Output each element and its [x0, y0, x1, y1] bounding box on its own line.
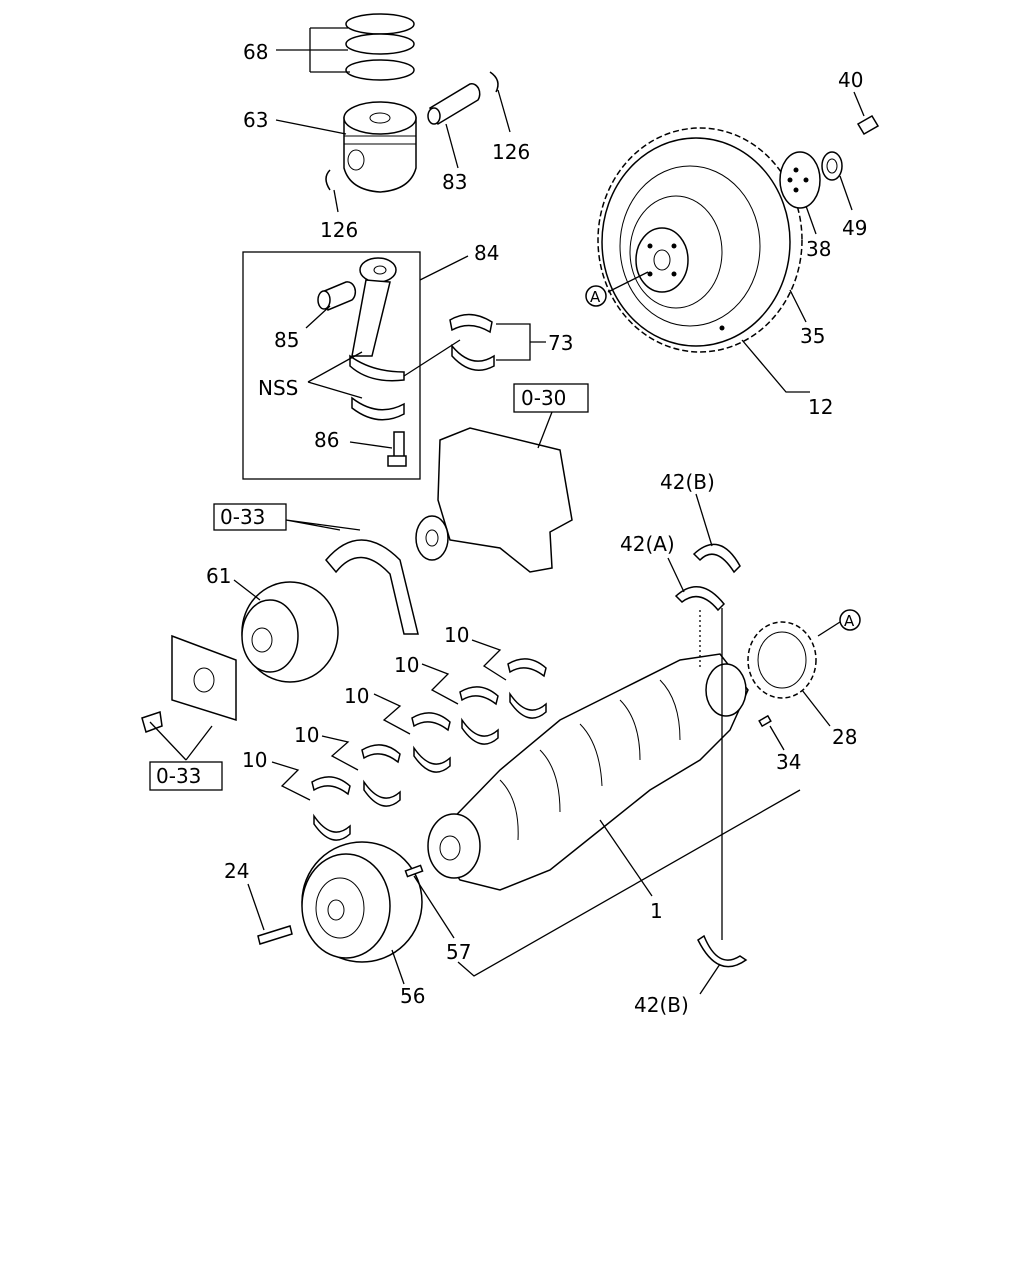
label-73: 73	[548, 331, 573, 355]
flywheel-housing	[415, 427, 573, 573]
flywheel-bolt	[856, 114, 880, 136]
thrust-washer-b-top	[692, 543, 741, 574]
label-83: 83	[442, 170, 467, 194]
label-56: 56	[400, 984, 425, 1008]
rod-bearing-shells	[449, 313, 495, 371]
pilot-bearing	[821, 151, 843, 181]
label-12: 12	[808, 395, 833, 419]
label-10-c: 10	[344, 684, 369, 708]
piston	[343, 101, 417, 193]
snap-ring-2	[325, 169, 331, 191]
callout-a-gear	[839, 609, 861, 631]
label-57: 57	[446, 940, 471, 964]
flywheel	[597, 127, 803, 353]
main-bearing-shells	[311, 658, 547, 841]
label-nss: NSS	[258, 376, 298, 400]
connecting-rod	[349, 257, 405, 421]
label-24: 24	[224, 859, 249, 883]
callout-a-flywheel	[585, 285, 607, 307]
ref-box-0-33-upper	[213, 503, 287, 531]
callout-a-flywheel-label: A	[590, 288, 601, 306]
label-61: 61	[206, 564, 231, 588]
label-10-b: 10	[394, 653, 419, 677]
label-10-e: 10	[242, 748, 267, 772]
dowel-pin-34	[758, 714, 772, 728]
label-85: 85	[274, 328, 299, 352]
label-28: 28	[832, 725, 857, 749]
adapter-plate	[171, 634, 237, 722]
label-84: 84	[474, 241, 499, 265]
small-end-bushing	[317, 281, 357, 312]
label-35: 35	[800, 324, 825, 348]
label-126-right: 126	[492, 140, 530, 164]
label-38: 38	[806, 237, 831, 261]
label-10-a: 10	[444, 623, 469, 647]
label-86: 86	[314, 428, 339, 452]
label-42a: 42(A)	[620, 532, 675, 556]
label-126-left: 126	[320, 218, 358, 242]
label-63: 63	[243, 108, 268, 132]
piston-rings	[345, 13, 415, 81]
crank-gear	[747, 621, 817, 699]
con-rod-bolt	[387, 431, 407, 467]
ref-box-0-33-lower	[149, 761, 223, 791]
ref-0-33-upper: 0-33	[220, 505, 265, 529]
ref-0-33-lower: 0-33	[156, 764, 201, 788]
label-10-d: 10	[294, 723, 319, 747]
label-1: 1	[650, 899, 663, 923]
callout-a-gear-label: A	[844, 612, 855, 630]
label-42b-bottom: 42(B)	[634, 993, 689, 1017]
key-57	[404, 864, 424, 878]
idler-pulley	[241, 581, 339, 683]
snap-ring-1	[489, 71, 499, 93]
thrust-washer-b-bottom	[697, 934, 748, 968]
pulley-bolt	[257, 925, 293, 945]
thrust-washer-a	[674, 586, 726, 612]
ref-0-30: 0-30	[521, 386, 566, 410]
label-34: 34	[776, 750, 801, 774]
crankshaft	[427, 653, 749, 891]
v-belt	[325, 539, 419, 635]
ref-box-0-30	[513, 383, 589, 413]
crank-pulley	[301, 841, 423, 963]
leader-lines	[149, 27, 865, 995]
plate-bolt	[141, 711, 163, 733]
piston-pin	[427, 83, 481, 126]
label-42b-top: 42(B)	[660, 470, 715, 494]
label-68: 68	[243, 40, 268, 64]
flywheel-plate	[779, 151, 821, 209]
label-49: 49	[842, 216, 867, 240]
label-40: 40	[838, 68, 863, 92]
